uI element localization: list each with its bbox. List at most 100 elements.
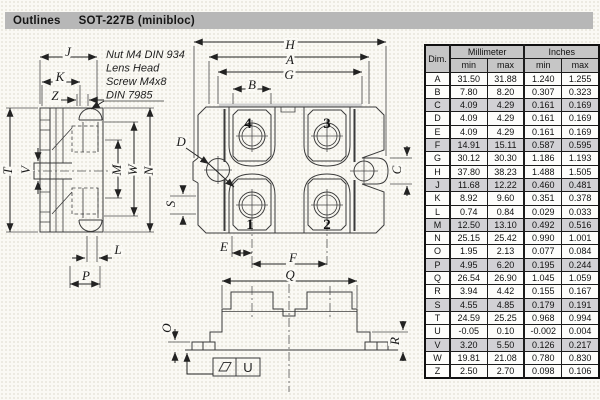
annotation-line: Nut M4 DIN 934	[106, 49, 185, 61]
value-cell: 0.161	[523, 111, 563, 126]
value-cell: 8.92	[449, 191, 488, 206]
dim-label-G: G	[284, 67, 294, 82]
dim-cell: N	[424, 231, 451, 246]
value-cell: 4.95	[449, 257, 488, 273]
value-cell: 1.488	[523, 164, 563, 179]
value-cell: 0.106	[561, 364, 600, 379]
value-cell: 21.08	[486, 350, 526, 366]
value-cell: 4.29	[486, 98, 526, 113]
nut-hidden-outline	[71, 187, 99, 215]
value-cell: 25.25	[486, 310, 526, 326]
title-section: Outlines	[13, 14, 61, 27]
title-package: SOT-227B (minibloc)	[78, 14, 195, 27]
terminal-number-1: 1	[246, 217, 254, 233]
value-cell: 38.23	[486, 164, 526, 179]
side-view	[6, 53, 164, 288]
value-cell: 0.169	[561, 111, 600, 126]
value-cell: 0.191	[561, 297, 600, 312]
dim-label-K: K	[55, 69, 66, 84]
value-cell: 4.09	[449, 98, 488, 113]
value-cell: 19.81	[449, 350, 488, 366]
value-cell: 4.29	[486, 111, 526, 126]
value-cell: 0.307	[523, 84, 563, 100]
value-cell: 4.29	[486, 124, 526, 140]
value-cell: 1.001	[561, 231, 600, 246]
dim-label-N: N	[141, 165, 156, 176]
value-cell: 0.378	[561, 191, 600, 206]
value-cell: 3.94	[449, 284, 488, 299]
value-cell: 31.50	[449, 71, 488, 86]
value-cell: 0.167	[561, 284, 600, 299]
value-cell: 0.161	[523, 124, 563, 140]
value-cell: 0.179	[523, 297, 563, 312]
value-cell: 0.74	[449, 204, 488, 219]
value-cell: 4.55	[449, 297, 488, 312]
dim-cell: G	[424, 151, 451, 166]
value-cell: 0.10	[486, 324, 526, 339]
value-cell: 4.09	[449, 124, 488, 140]
dim-label-O: O	[159, 323, 174, 333]
dim-label-C: C	[389, 165, 404, 174]
top-view	[170, 38, 412, 268]
table-header-inches: Inches	[523, 44, 600, 60]
value-cell: 4.85	[486, 297, 526, 312]
value-cell: 0.968	[523, 310, 563, 326]
value-cell: 0.595	[561, 138, 600, 153]
dim-label-Q: Q	[285, 267, 295, 282]
value-cell: 1.255	[561, 71, 600, 86]
dim-label-T: T	[0, 167, 15, 175]
dim-label-A: A	[285, 52, 294, 67]
page-title: Outlines SOT-227B (minibloc)	[5, 12, 593, 29]
value-cell: 0.155	[523, 284, 563, 299]
value-cell: 25.15	[449, 231, 488, 246]
value-cell: 0.990	[523, 231, 563, 246]
table-header-millimeter: Millimeter	[449, 44, 526, 60]
value-cell: 13.10	[486, 217, 526, 233]
dim-cell: A	[424, 71, 451, 86]
dim-cell: P	[424, 257, 451, 273]
value-cell: 0.098	[523, 364, 563, 379]
value-cell: 0.169	[561, 98, 600, 113]
value-cell: 3.20	[449, 337, 488, 352]
dim-cell: Z	[424, 364, 451, 379]
value-cell: 7.80	[449, 84, 488, 100]
value-cell: 0.587	[523, 138, 563, 153]
value-cell: 1.193	[561, 151, 600, 166]
mounting-tab-right	[362, 157, 389, 185]
dim-label-S: S	[163, 200, 178, 207]
value-cell: 8.20	[486, 84, 526, 100]
value-cell: 0.195	[523, 257, 563, 273]
dim-cell: F	[424, 138, 451, 153]
front-view: U	[168, 277, 408, 392]
dim-cell: U	[424, 324, 451, 339]
value-cell: 0.323	[561, 84, 600, 100]
dim-cell: M	[424, 217, 451, 233]
dim-label-W: W	[125, 163, 140, 175]
value-cell: 4.42	[486, 284, 526, 299]
value-cell: 1.505	[561, 164, 600, 179]
dim-label-P: P	[81, 268, 90, 283]
terminal-screws	[236, 120, 343, 221]
dim-cell: T	[424, 310, 451, 326]
dim-label-H: H	[284, 37, 295, 52]
value-cell: 11.68	[449, 177, 488, 193]
value-cell: 2.13	[486, 244, 526, 259]
value-cell: 0.460	[523, 177, 563, 193]
value-cell: 1.059	[561, 271, 600, 286]
value-cell: 0.492	[523, 217, 563, 233]
annotation-line: DIN 7985	[106, 90, 153, 102]
dim-label-L: L	[113, 242, 121, 257]
